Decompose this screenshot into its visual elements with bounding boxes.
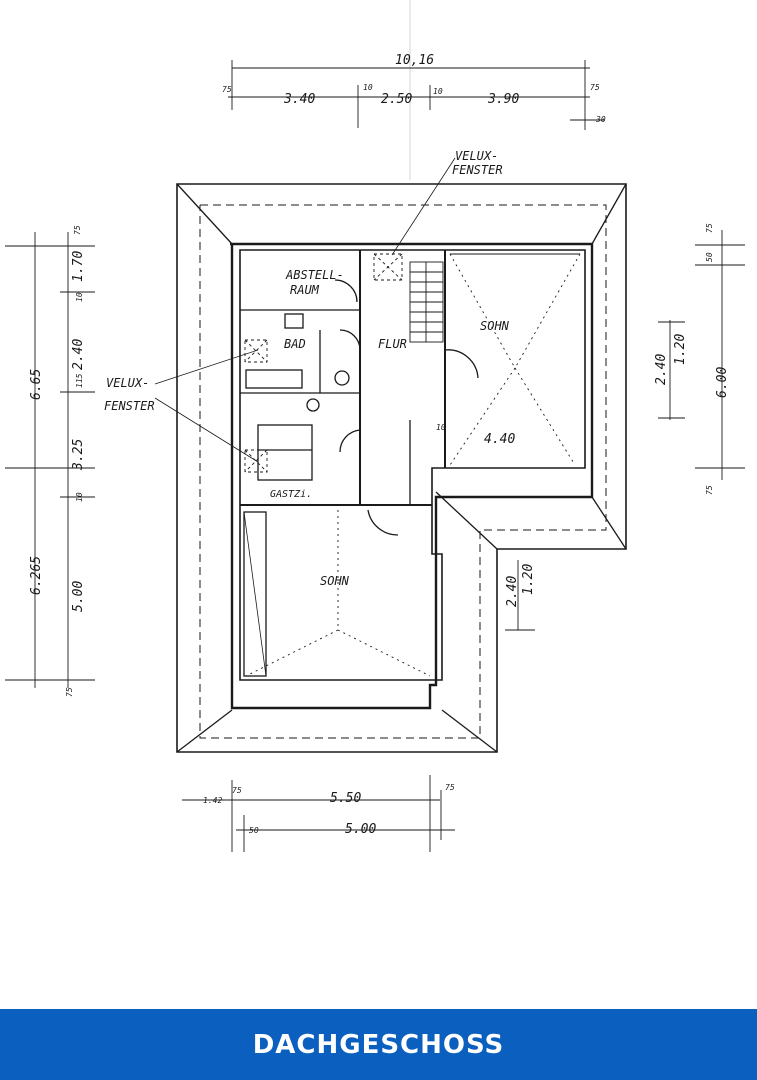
label-velux-left: VELUX-	[106, 376, 149, 390]
dim-top-gap1: 10	[363, 83, 373, 92]
label-gastzimmer: GASTZi.	[270, 489, 312, 500]
staircase	[409, 261, 444, 343]
dim-left-170: 1.70	[71, 251, 86, 282]
velux-leader-line	[391, 157, 456, 256]
banner-title: DACHGESCHOSS	[252, 1029, 505, 1060]
bathtub	[245, 369, 303, 389]
title-banner: DACHGESCHOSS	[0, 1009, 757, 1080]
shower-fixture	[284, 313, 304, 329]
roof-hip-line	[591, 183, 627, 245]
door-swing	[367, 509, 399, 536]
floor-plan-drawing: 10,16 3.40 2.50 3.90 10 10 75 75 30 5.50…	[5, 0, 745, 852]
dim-overall-width: 10,16	[395, 53, 434, 68]
dim-top-gap2: 10	[433, 87, 443, 96]
sink	[306, 398, 320, 412]
dim-left-total-lower: 6.265	[29, 556, 44, 595]
dim-right-total: 6.00	[715, 367, 730, 398]
dim-right-75b: 75	[705, 485, 714, 495]
door-swing	[339, 329, 361, 351]
velux-window	[244, 339, 268, 363]
roof-hip-line	[176, 183, 233, 245]
dim-left-75: 75	[73, 225, 82, 235]
roof-ridge-lines	[449, 253, 581, 466]
toilet	[334, 370, 350, 386]
label-sohn-top: SOHN	[480, 319, 510, 333]
label-bad: BAD	[284, 337, 306, 351]
roof-hip-line	[435, 491, 498, 550]
label-velux-left-2: FENSTER	[104, 399, 155, 413]
dim-left-500: 5.00	[71, 581, 86, 612]
door-swing	[339, 429, 361, 453]
label-abstellraum: ABSTELL-	[285, 268, 344, 282]
dim-room-width: 4.40	[484, 432, 515, 447]
roof-hip-line	[591, 496, 627, 550]
dim-bottom-small2: 50	[249, 826, 259, 835]
dim-right-50: 50	[705, 252, 714, 262]
dim-right-120: 1.20	[673, 334, 688, 365]
top-dimension-lines	[228, 60, 605, 130]
door-swing	[334, 279, 358, 303]
dim-left-total-upper: 6.65	[29, 369, 44, 400]
bottom-dimension-lines	[182, 775, 455, 852]
dim-right-75: 75	[705, 223, 714, 233]
bed	[257, 424, 313, 481]
roof-ridge-lines	[245, 510, 431, 677]
wardrobe-diagonal	[243, 511, 267, 677]
dim-bottom-edge-left: 75	[232, 786, 242, 795]
dim-mid-240: 2.40	[505, 576, 520, 607]
dim-bottom-inner: 5.00	[345, 822, 376, 837]
dim-bottom-small1: 1.42	[203, 796, 222, 805]
dim-small-10: 10	[436, 423, 446, 432]
velux-window	[373, 253, 403, 281]
dim-left-75b: 75	[65, 687, 74, 697]
velux-leader-line	[154, 349, 259, 385]
velux-window	[244, 449, 268, 473]
dim-top-edge-right: 75	[590, 83, 600, 92]
roof-hip-line	[441, 709, 498, 753]
dim-top-edge-left: 75	[222, 85, 232, 94]
label-abstellraum-2: RAUM	[290, 283, 320, 297]
left-dimension-lines	[5, 232, 95, 688]
label-flur: FLUR	[378, 337, 407, 351]
roof-dashed-outline	[199, 204, 607, 739]
wardrobe	[243, 511, 267, 677]
label-velux-top-2: FENSTER	[452, 163, 503, 177]
dim-mid-120: 1.20	[521, 564, 536, 595]
dim-top-left: 3.40	[283, 92, 315, 107]
right-dimension-lines	[505, 230, 745, 631]
door-swing	[444, 349, 479, 379]
inner-wall	[239, 249, 586, 681]
dim-top-middle: 2.50	[381, 92, 412, 107]
dim-bottom-edge-right: 75	[445, 783, 455, 792]
dim-top-edge-right-small: 30	[595, 115, 606, 124]
dim-left-115: 115	[75, 373, 84, 388]
dim-left-240: 2.40	[71, 339, 86, 370]
label-sohn-bottom: SOHN	[320, 574, 350, 588]
dim-left-10b: 10	[75, 492, 84, 502]
dim-left-325: 3.25	[71, 439, 86, 471]
dim-right-240: 2.40	[654, 354, 669, 385]
outer-wall	[230, 242, 594, 710]
velux-leader-line	[154, 397, 259, 463]
dim-top-right: 3.90	[487, 92, 519, 107]
dim-bottom-outer: 5.50	[330, 791, 361, 806]
label-velux-top: VELUX-	[455, 149, 498, 163]
dim-left-10a: 10	[75, 292, 84, 302]
roof-hip-line	[176, 709, 233, 753]
